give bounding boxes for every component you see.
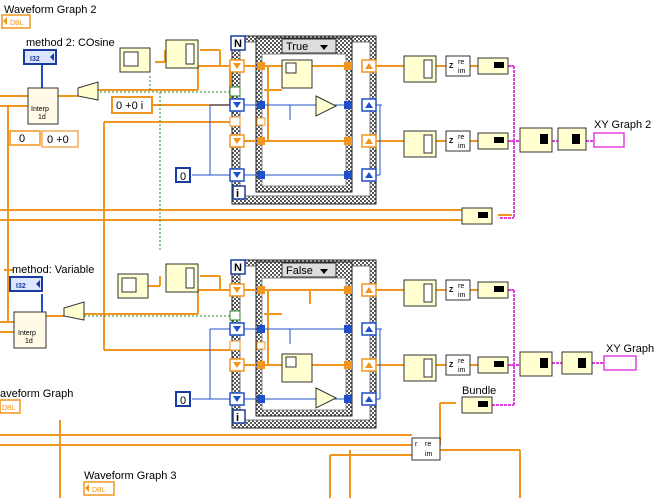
re-glyph-3: re <box>458 283 464 290</box>
i32-terminal-bottom[interactable] <box>9 276 43 292</box>
build-array-bottom[interactable] <box>117 273 149 299</box>
i-text-top: i <box>236 188 239 200</box>
interp-node-top[interactable] <box>27 87 59 125</box>
dbl-text-bottom: DBL <box>92 487 106 494</box>
dbl-terminal-bottom[interactable] <box>83 481 115 496</box>
im-glyph-2: im <box>458 143 466 150</box>
im-glyph-3: im <box>458 292 466 299</box>
zero-top-text: 0 <box>180 171 186 183</box>
re-glyph-4: re <box>458 358 464 365</box>
zero-constant-top[interactable] <box>175 167 191 183</box>
dbl-text-top: DBL <box>10 20 24 27</box>
zero-constant-left-text: 0 <box>19 133 25 145</box>
case-selector-bottom[interactable]: False <box>286 265 313 277</box>
select-node-top[interactable] <box>77 81 99 101</box>
case-structure-bottom[interactable] <box>255 261 353 417</box>
waveform-graph-2-label: Waveform Graph 2 <box>4 4 97 16</box>
i32-text-bottom: I32 <box>16 283 26 290</box>
dbl-terminal-middle[interactable] <box>0 399 21 414</box>
re-glyph-1: re <box>458 59 464 66</box>
method-label: method: Variable <box>12 264 94 276</box>
zero-bottom-text: 0 <box>180 395 186 407</box>
node-glyphs <box>478 62 586 407</box>
dbl-text-middle: DBL <box>2 405 16 412</box>
r-glyph: r <box>415 441 418 448</box>
iteration-terminal-bottom <box>232 409 246 424</box>
im-glyph-1: im <box>458 68 466 75</box>
i32-text-top: I32 <box>30 56 40 63</box>
array-subset-node-bottom[interactable] <box>281 353 313 383</box>
bool-wires <box>84 76 236 317</box>
i-text-bottom: i <box>236 412 239 424</box>
interp-text-top: Interp <box>31 106 49 113</box>
zero-constant-bottom[interactable] <box>175 391 191 407</box>
complex-constant-dim[interactable] <box>41 130 79 148</box>
im-glyph-5: im <box>425 451 433 458</box>
right-nodes[interactable] <box>403 55 593 461</box>
re-glyph-2: re <box>458 134 464 141</box>
im-glyph-4: im <box>458 367 466 374</box>
cluster-wires <box>492 65 604 406</box>
method-2-label: method 2: COsine <box>26 37 115 49</box>
count-terminal-bottom <box>230 259 246 275</box>
xy-graph-terminal[interactable] <box>603 355 637 371</box>
xy-graph-2-terminal[interactable] <box>593 132 625 148</box>
waveform-graph-3-label: Waveform Graph 3 <box>84 470 177 482</box>
z-glyph-3: Z <box>449 287 454 294</box>
n-text-top: N <box>234 38 242 50</box>
build-array-top[interactable] <box>119 47 151 73</box>
xy-graph-label: XY Graph <box>606 343 654 355</box>
select-node-bottom[interactable] <box>63 301 85 321</box>
interp-node-bottom[interactable] <box>13 311 47 349</box>
index-array-bottom[interactable] <box>165 263 199 293</box>
case-selector-top[interactable]: True <box>286 41 308 53</box>
complex-dim-text: 0 +0 <box>47 134 69 146</box>
z-glyph-4: Z <box>449 362 454 369</box>
dbl-terminal-top[interactable] <box>1 14 31 29</box>
zero-constant-left[interactable] <box>9 130 41 146</box>
index-array-top[interactable] <box>165 39 199 69</box>
re-glyph-5: re <box>425 441 431 448</box>
interp-sub-bottom: 1d <box>25 338 33 345</box>
complex-constant[interactable] <box>111 96 153 114</box>
bundle-label: Bundle <box>462 385 496 397</box>
interp-text-bottom: Interp <box>18 330 36 337</box>
complex-constant-text: 0 +0 i <box>116 100 143 112</box>
iteration-terminal-top <box>232 185 246 200</box>
interp-sub-top: 1d <box>38 114 46 121</box>
i32-terminal-top[interactable] <box>23 49 57 65</box>
tunnels <box>229 59 377 406</box>
z-glyph-1: Z <box>449 63 454 70</box>
count-terminal-top <box>230 35 246 51</box>
xy-graph-2-label: XY Graph 2 <box>594 119 651 131</box>
waveform-graph-label: aveform Graph <box>0 388 73 400</box>
array-subset-node-top[interactable] <box>281 59 313 89</box>
z-glyph-2: Z <box>449 138 454 145</box>
n-text-bottom: N <box>234 262 242 274</box>
increment-node-bottom[interactable] <box>315 387 338 409</box>
increment-node-top[interactable] <box>315 95 338 117</box>
